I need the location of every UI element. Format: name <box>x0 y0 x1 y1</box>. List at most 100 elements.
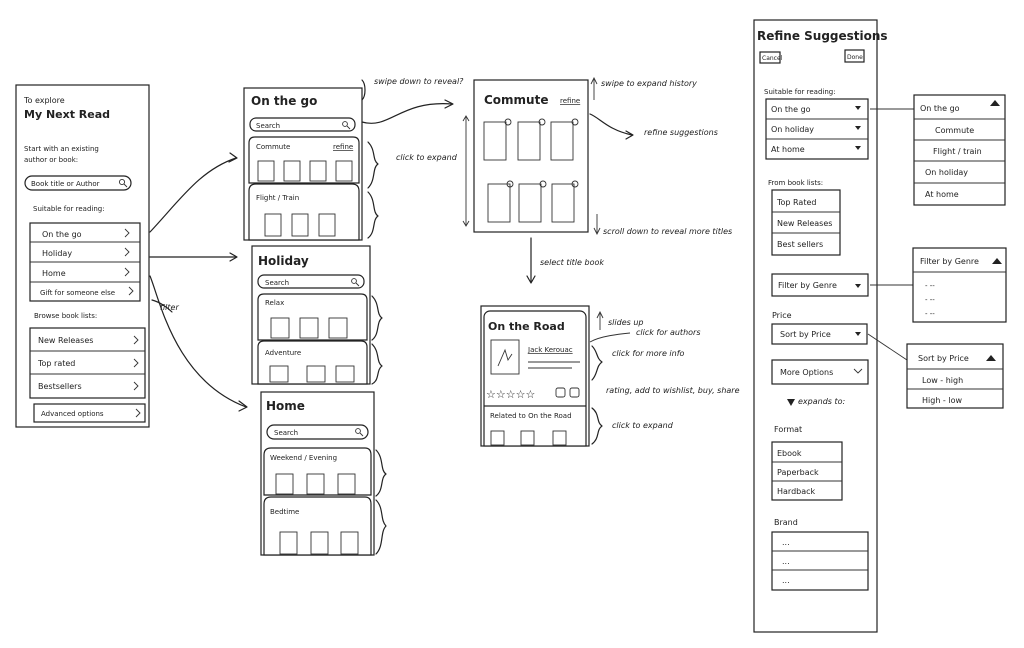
on-the-go-flight-section[interactable]: Flight / Train <box>248 183 360 241</box>
book-list-bestsellers[interactable]: Bestsellers <box>38 381 139 391</box>
popover-option[interactable]: Flight / train <box>933 147 982 156</box>
genre-option[interactable]: - -- <box>925 310 935 318</box>
book-thumbnail[interactable] <box>340 531 359 555</box>
format-ebook[interactable]: Ebook <box>777 449 802 458</box>
related-label: Related to On the Road <box>490 412 572 420</box>
format-paperback[interactable]: Paperback <box>777 468 819 477</box>
chevron-right-icon <box>124 247 130 257</box>
reading-option-home[interactable]: Home <box>42 267 130 278</box>
price-label: Price <box>772 311 792 320</box>
book-thumbnail[interactable] <box>335 365 355 383</box>
start-heading-2: My Next Read <box>24 108 110 121</box>
genre-select-label: Filter by Genre <box>778 281 837 290</box>
advanced-options-button[interactable]: Advanced options <box>33 403 146 423</box>
note-select-book: select title book <box>540 258 604 267</box>
popover-option[interactable]: On the go <box>920 104 960 113</box>
price-option-high-low[interactable]: High - low <box>922 396 962 405</box>
search-icon <box>355 428 364 437</box>
note-click-authors: click for authors <box>636 328 701 337</box>
brand-option[interactable]: ... <box>782 538 790 547</box>
book-thumbnail[interactable] <box>487 183 511 223</box>
list-option-best-sellers[interactable]: Best sellers <box>777 240 823 249</box>
book-thumbnail[interactable] <box>490 430 505 446</box>
book-thumbnail[interactable] <box>283 160 301 182</box>
book-thumbnail[interactable] <box>335 160 353 182</box>
brand-option[interactable]: ... <box>782 557 790 566</box>
book-list-top-rated[interactable]: Top rated <box>37 358 139 368</box>
reading-option-holiday[interactable]: Holiday <box>42 247 130 258</box>
book-thumbnail[interactable] <box>328 317 348 339</box>
book-thumbnail[interactable] <box>517 121 541 161</box>
book-thumbnail[interactable] <box>310 531 329 555</box>
book-thumbnail[interactable] <box>270 317 290 339</box>
share-icon[interactable] <box>569 387 580 398</box>
brand-options: ... ... ... <box>771 531 869 591</box>
book-list-new-releases[interactable]: New Releases <box>38 335 139 345</box>
home-weekend-section[interactable]: Weekend / Evening <box>263 447 372 496</box>
related-section[interactable]: Related to On the Road <box>483 405 587 447</box>
price-select[interactable]: Sort by Price <box>771 323 868 345</box>
book-thumbnail[interactable] <box>337 473 356 495</box>
cancel-button[interactable]: Cancel <box>759 51 783 64</box>
book-author[interactable]: Jack Kerouac <box>527 346 573 354</box>
popover-option[interactable]: At home <box>925 190 959 199</box>
popover-option[interactable]: Commute <box>935 126 974 135</box>
collapse-arrow-icon[interactable] <box>986 355 996 361</box>
book-thumbnail[interactable] <box>291 213 309 237</box>
on-the-go-search-input[interactable] <box>249 117 356 132</box>
book-thumbnail[interactable] <box>550 121 574 161</box>
book-thumbnail[interactable] <box>257 160 275 182</box>
reading-option-on-the-go[interactable]: On the go <box>42 228 130 239</box>
select-on-holiday[interactable]: On holiday <box>771 125 861 134</box>
wishlist-icon[interactable] <box>555 387 566 398</box>
book-thumbnail[interactable] <box>520 430 535 446</box>
book-thumbnail[interactable] <box>279 531 298 555</box>
refine-link[interactable]: refine <box>333 143 353 151</box>
commute-refine-link[interactable]: refine <box>560 97 580 105</box>
list-option-top-rated[interactable]: Top Rated <box>776 198 816 207</box>
book-thumbnail[interactable] <box>518 183 542 223</box>
rating-stars[interactable]: ☆☆☆☆☆ <box>486 388 535 401</box>
done-button[interactable]: Done <box>844 49 865 63</box>
book-thumbnail[interactable] <box>275 473 294 495</box>
note-rating: rating, add to wishlist, buy, share <box>606 386 740 395</box>
collapse-arrow-icon[interactable] <box>992 258 1002 264</box>
section-label: Bedtime <box>270 508 299 516</box>
more-options-button[interactable]: More Options <box>771 359 869 385</box>
book-thumbnail[interactable] <box>306 473 325 495</box>
book-thumbnail[interactable] <box>269 365 289 383</box>
brand-option[interactable]: ... <box>782 576 790 585</box>
list-option-new-releases[interactable]: New Releases <box>777 219 832 228</box>
book-cover-image[interactable] <box>490 339 520 375</box>
select-on-the-go[interactable]: On the go <box>771 105 861 114</box>
dropdown-arrow-icon <box>855 126 861 130</box>
book-thumbnail[interactable] <box>318 213 336 237</box>
on-the-go-commute-section[interactable]: Commute refine <box>248 136 360 184</box>
collapse-arrow-icon[interactable] <box>990 100 1000 106</box>
holiday-search-input[interactable] <box>257 274 365 289</box>
format-hardback[interactable]: Hardback <box>777 487 816 496</box>
home-bedtime-section[interactable]: Bedtime <box>263 496 372 556</box>
holiday-adventure-section[interactable]: Adventure <box>257 340 368 385</box>
book-thumbnail[interactable] <box>309 160 327 182</box>
book-thumbnail[interactable] <box>306 365 326 383</box>
genre-select[interactable]: Filter by Genre <box>771 273 869 297</box>
holiday-relax-section[interactable]: Relax <box>257 293 368 341</box>
book-thumbnail[interactable] <box>552 430 567 446</box>
book-thumbnail[interactable] <box>551 183 575 223</box>
genre-option[interactable]: - -- <box>925 282 935 290</box>
popover-option[interactable]: On holiday <box>925 168 968 177</box>
book-thumbnail[interactable] <box>264 213 282 237</box>
home-search-input[interactable] <box>266 424 369 440</box>
genre-option[interactable]: - -- <box>925 296 935 304</box>
expands-note: expands to: <box>798 397 846 406</box>
book-thumbnail[interactable] <box>483 121 507 161</box>
select-at-home[interactable]: At home <box>771 145 861 154</box>
price-option-low-high[interactable]: Low - high <box>922 376 963 385</box>
advanced-options-label: Advanced options <box>41 410 104 418</box>
book-thumbnail[interactable] <box>299 317 319 339</box>
reading-option-gift[interactable]: Gift for someone else <box>40 286 134 297</box>
refine-title: Refine Suggestions <box>757 29 888 43</box>
on-the-go-panel: On the go Search Commute refine Flight /… <box>243 87 363 241</box>
book-search-input[interactable] <box>24 175 132 191</box>
